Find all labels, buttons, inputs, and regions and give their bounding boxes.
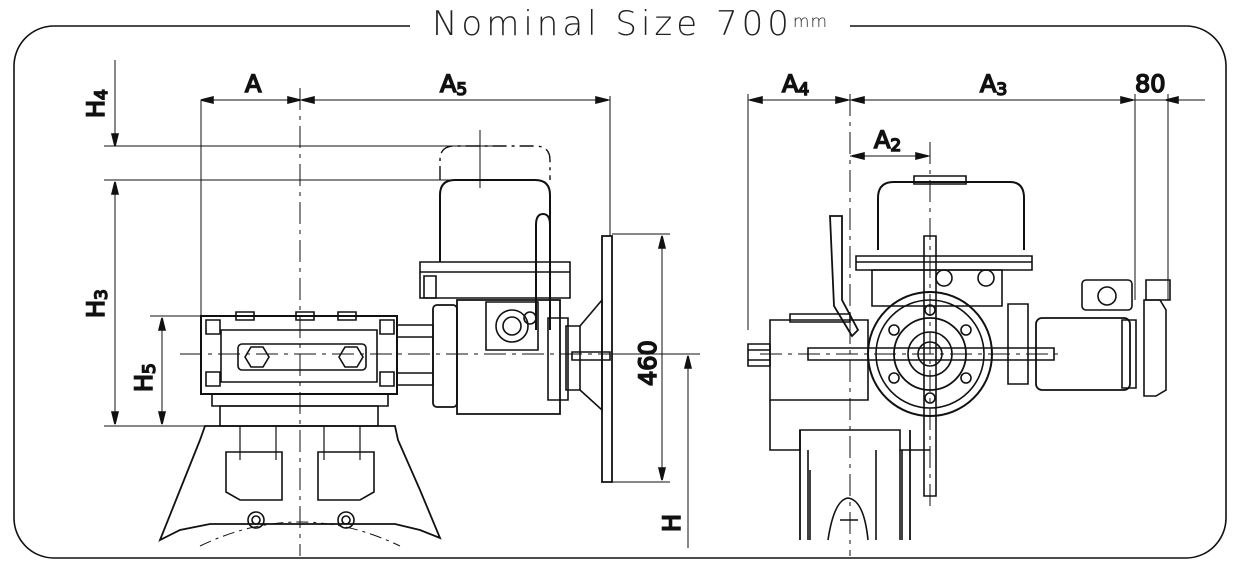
front-view: A4 A3 80 A2 [748,69,1205,556]
drawing-frame [14,26,1226,558]
label-A2: A2 [874,126,901,156]
dim-80: 80 [1134,69,1205,300]
label-A4: A4 [782,70,809,100]
dim-A: A [201,69,300,315]
label-80: 80 [1135,70,1166,98]
label-H4: H4 [82,89,112,118]
side-view: A A5 H4 H [81,60,700,556]
label-H3: H3 [82,289,112,318]
label-A3: A3 [980,70,1007,100]
dim-A3: A3 [850,69,1135,300]
label-460: 460 [634,340,662,386]
dim-460: 460 [612,234,670,482]
dim-H3: H3 [81,182,380,426]
dim-A4: A4 [748,69,850,330]
label-A: A [245,70,262,98]
dim-A5: A5 [300,69,610,236]
page-title: Nominal Size 700mm [410,4,850,44]
dim-H: H [612,354,700,548]
dim-A2: A2 [850,125,930,159]
dim-H5: H5 [129,316,230,424]
label-H5: H5 [130,363,160,392]
dim-H4: H4 [81,60,505,180]
label-A5: A5 [440,70,467,100]
label-H: H [658,514,686,532]
